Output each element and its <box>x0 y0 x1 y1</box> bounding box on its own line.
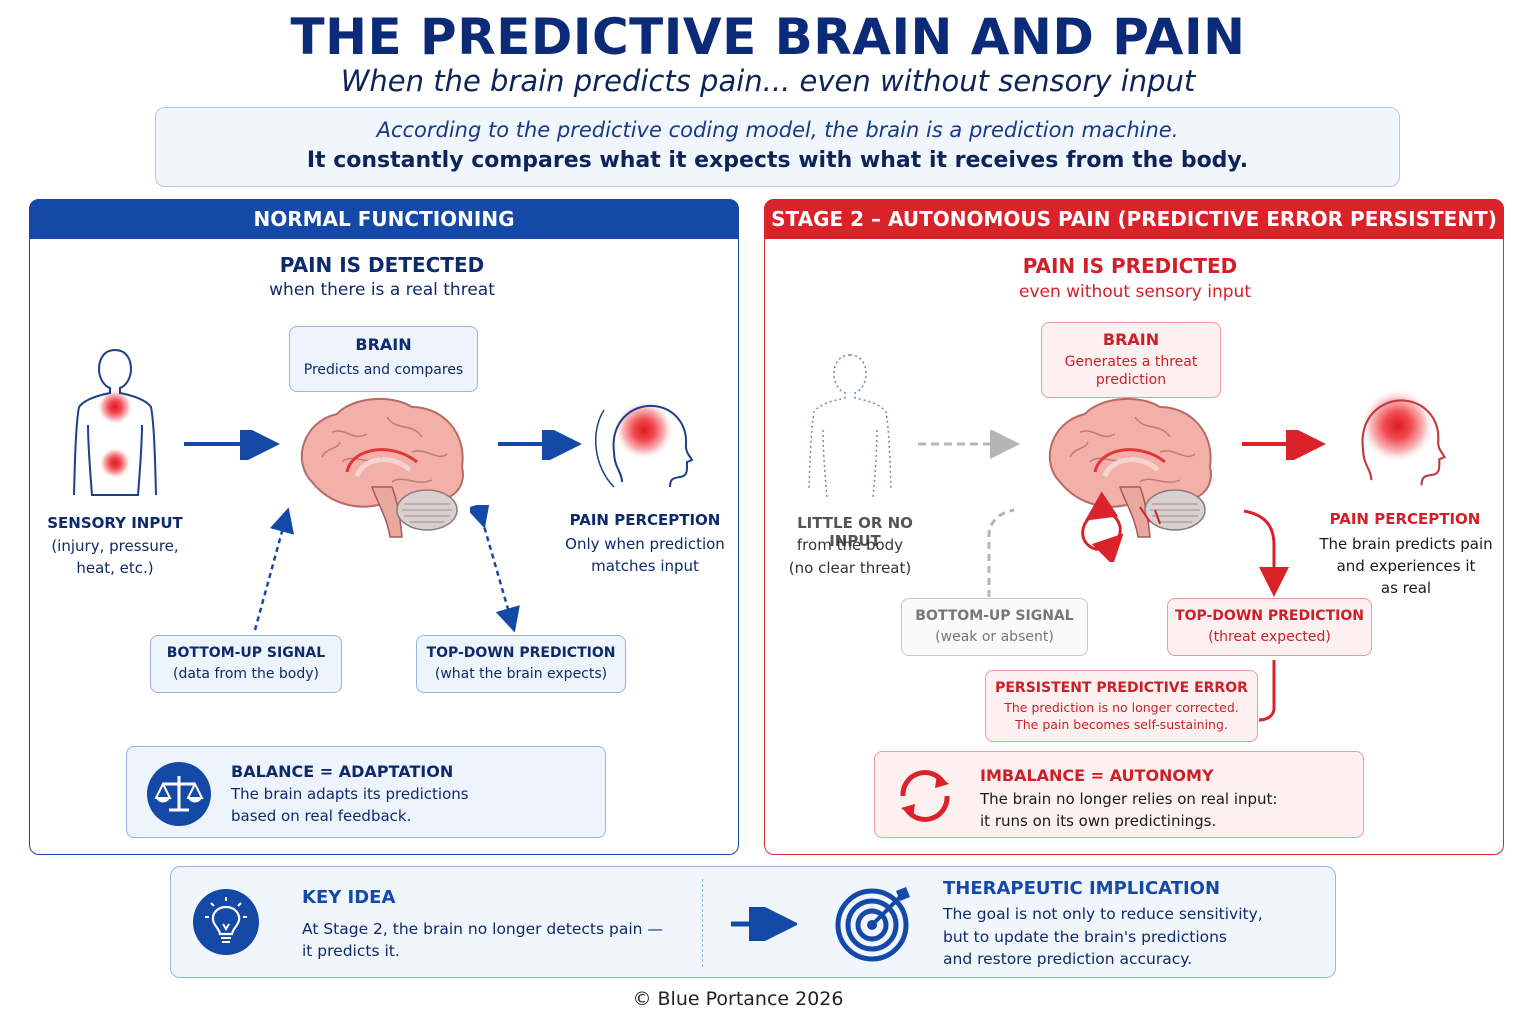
left-brain-text: Predicts and compares <box>303 362 464 378</box>
persistent-error-box: PERSISTENT PREDICTIVE ERROR The predicti… <box>985 670 1258 742</box>
footer-copyright: © Blue Portance 2026 <box>632 988 844 1010</box>
arrow-right-icon <box>731 907 797 941</box>
cycle-icon <box>900 770 950 822</box>
scales-icon <box>147 762 211 826</box>
error-loop-line <box>1258 660 1276 722</box>
target-icon <box>835 887 910 962</box>
imbalance-title: IMBALANCE = AUTONOMY <box>980 766 1214 785</box>
top-down-arrow <box>470 505 520 633</box>
therapeutic-title: THERAPEUTIC IMPLICATION <box>943 878 1221 899</box>
left-perception-line2: matches input <box>591 557 699 575</box>
head-pain-icon <box>594 400 694 488</box>
sensory-input-title: SENSORY INPUT <box>47 514 183 532</box>
brain-icon <box>300 397 464 538</box>
bottom-up-arrow <box>253 507 295 631</box>
left-perception-title: PAIN PERCEPTION <box>569 511 721 529</box>
left-bottom-up-title: BOTTOM-UP SIGNAL <box>166 645 326 661</box>
balance-title: BALANCE = ADAPTATION <box>231 762 454 781</box>
lightbulb-icon <box>193 889 259 955</box>
therapeutic-line2: but to update the brain's predictions <box>943 928 1228 946</box>
right-bottom-up-title: BOTTOM-UP SIGNAL <box>915 608 1074 624</box>
imbalance-line1: The brain no longer relies on real input… <box>980 790 1278 808</box>
intro-box: According to the predictive coding model… <box>155 107 1400 187</box>
left-subheading: when there is a real threat <box>269 280 495 300</box>
arrow-right-icon <box>1242 430 1326 460</box>
persistent-error-line1: The prediction is no longer corrected. <box>1004 700 1239 715</box>
right-subheading: even without sensory input <box>1019 282 1251 302</box>
right-perception-line2: and experiences it <box>1336 557 1476 575</box>
weak-input-arrow <box>918 430 1020 459</box>
left-bottom-up-text: (data from the body) <box>173 666 319 682</box>
little-input-title: LITTLE OR NO INPUT <box>797 514 913 550</box>
right-top-down-title: TOP-DOWN PREDICTION <box>1175 608 1364 624</box>
left-brain-box: BRAIN Predicts and compares <box>289 326 478 392</box>
key-idea-title: KEY IDEA <box>302 887 396 908</box>
balance-box: BALANCE = ADAPTATION The brain adapts it… <box>126 746 606 838</box>
arrow-right-icon <box>184 430 280 460</box>
right-top-down-box: TOP-DOWN PREDICTION (threat expected) <box>1167 598 1372 656</box>
brain-icon <box>1048 397 1212 562</box>
arrow-right-icon <box>498 430 582 460</box>
right-brain-line1: Generates a threat <box>1064 354 1198 370</box>
imbalance-line2: it runs on its own predictinings. <box>980 812 1217 830</box>
right-brain-title: BRAIN <box>1102 330 1160 349</box>
imbalance-box: IMBALANCE = AUTONOMY The brain no longer… <box>874 751 1364 838</box>
left-top-down-box: TOP-DOWN PREDICTION (what the brain expe… <box>416 635 626 693</box>
balance-line1: The brain adapts its predictions <box>231 785 469 803</box>
persistent-error-line2: The pain becomes self-sustaining. <box>1015 717 1228 732</box>
human-body-icon <box>73 349 157 496</box>
faded-body-icon <box>808 354 892 499</box>
left-bottom-up-box: BOTTOM-UP SIGNAL (data from the body) <box>150 635 342 693</box>
right-perception-line3: as real <box>1380 579 1432 597</box>
left-heading: PAIN IS DETECTED <box>279 253 485 277</box>
right-perception-title: PAIN PERCEPTION <box>1329 510 1481 528</box>
right-perception-line1: The brain predicts pain <box>1319 535 1493 553</box>
left-top-down-text: (what the brain expects) <box>434 666 608 682</box>
right-panel-header: STAGE 2 – AUTONOMOUS PAIN (PREDICTIVE ER… <box>764 199 1504 239</box>
page-subtitle: When the brain predicts pain... even wit… <box>340 64 1196 98</box>
divider <box>702 879 703 967</box>
left-top-down-title: TOP-DOWN PREDICTION <box>426 645 616 661</box>
left-brain-title: BRAIN <box>355 335 412 354</box>
key-idea-line1: At Stage 2, the brain no longer detects … <box>302 920 663 938</box>
autonomous-pain-panel: STAGE 2 – AUTONOMOUS PAIN (PREDICTIVE ER… <box>764 199 1504 855</box>
sensory-input-line2: heat, etc.) <box>76 559 154 577</box>
left-panel-header: NORMAL FUNCTIONING <box>29 199 739 239</box>
prediction-arrow <box>1243 509 1289 597</box>
intro-line-1: According to the predictive coding model… <box>376 118 1179 142</box>
right-brain-line2: prediction <box>1095 372 1167 388</box>
intro-line-2: It constantly compares what it expects w… <box>306 148 1249 173</box>
left-perception-line1: Only when prediction <box>565 535 725 553</box>
normal-functioning-panel: NORMAL FUNCTIONING <box>29 199 739 855</box>
sensory-input-line1: (injury, pressure, <box>51 537 179 555</box>
head-pain-icon <box>1359 388 1446 486</box>
right-top-down-text: (threat expected) <box>1208 629 1331 645</box>
little-input-line2: (no clear threat) <box>788 559 912 577</box>
therapeutic-line1: The goal is not only to reduce sensitivi… <box>943 905 1263 923</box>
right-bottom-up-text: (weak or absent) <box>935 629 1054 645</box>
persistent-error-title: PERSISTENT PREDICTIVE ERROR <box>995 680 1248 696</box>
therapeutic-line3: and restore prediction accuracy. <box>943 950 1193 968</box>
weak-bottom-up-arrow <box>987 508 1015 597</box>
page-title: THE PREDICTIVE BRAIN AND PAIN <box>290 8 1246 66</box>
right-heading: PAIN IS PREDICTED <box>1022 254 1238 278</box>
key-idea-line2: it predicts it. <box>302 942 400 960</box>
little-input-line1: from the body <box>796 536 904 554</box>
right-brain-box: BRAIN Generates a threat prediction <box>1041 322 1221 398</box>
right-bottom-up-box: BOTTOM-UP SIGNAL (weak or absent) <box>901 598 1088 656</box>
balance-line2: based on real feedback. <box>231 807 412 825</box>
key-idea-box: KEY IDEA At Stage 2, the brain no longer… <box>170 866 1336 978</box>
